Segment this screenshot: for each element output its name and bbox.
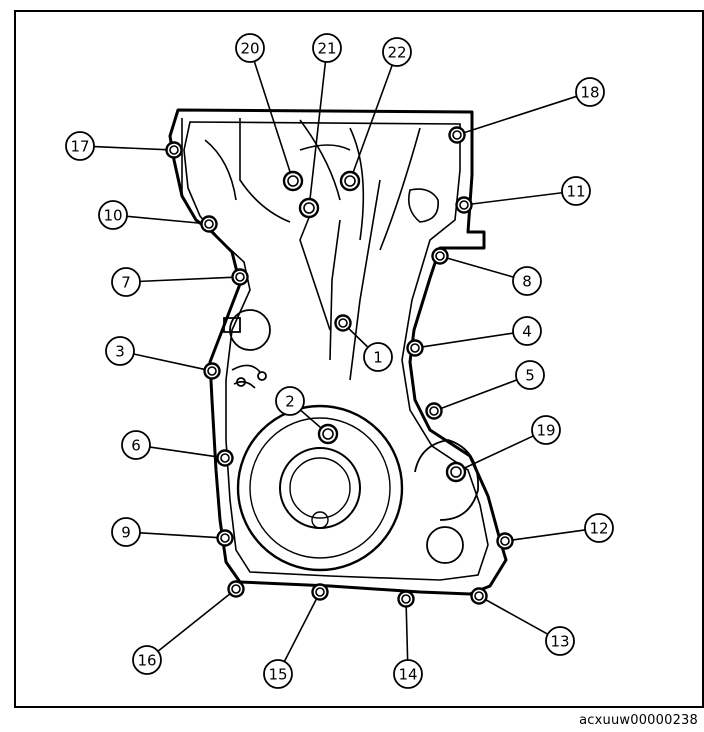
callout-label-4: 4 [522,323,532,341]
callout-label-9: 9 [121,524,131,542]
leader-line-4 [422,332,514,348]
leader-line-17 [93,145,167,151]
callout-circle-19 [531,415,561,445]
bolt-head-3 [207,366,217,376]
crankshaft-gear-opening [236,404,404,572]
oil-pump-opening [223,309,479,564]
callout-label-5: 5 [525,367,535,385]
leader-line-11 [471,191,563,205]
callout-label-7: 7 [121,274,131,292]
callout-label-11: 11 [566,183,585,201]
bolt-head-8 [435,251,445,261]
figure-id-caption: acxuuw00000238 [579,713,698,728]
leader-line-7 [139,276,233,283]
callout-label-6: 6 [131,437,141,455]
bolt-head-11 [459,200,469,210]
callout-circle-14 [393,659,423,689]
leader-line-9 [139,532,218,539]
leader-line-5 [441,379,518,409]
callout-label-21: 21 [317,40,336,58]
bolt-head-2 [322,428,334,440]
callout-label-13: 13 [550,633,569,651]
callout-circle-6 [121,430,151,460]
leader-line-16 [157,593,231,652]
callout-circle-8 [512,266,542,296]
callout-label-2: 2 [285,393,295,411]
leader-line-18 [464,95,577,134]
leader-line-14 [405,606,409,661]
bolt-head-5 [429,406,439,416]
callout-circle-16 [132,645,162,675]
callout-label-20: 20 [240,40,259,58]
leader-line-21 [309,61,327,201]
diagram-frame [14,10,704,708]
callout-label-15: 15 [268,666,287,684]
leader-line-6 [149,446,218,458]
callout-circle-9 [111,517,141,547]
callout-circle-22 [382,37,412,67]
callout-circle-1 [363,342,393,372]
bolt-head-6 [220,453,230,463]
callout-label-14: 14 [398,666,417,684]
bolt-head-16 [231,584,241,594]
leader-line-8 [447,257,514,278]
callout-label-16: 16 [137,652,156,670]
callout-circle-11 [561,176,591,206]
callout-label-19: 19 [536,422,555,440]
leader-line-20 [253,61,292,174]
leader-line-12 [512,529,586,541]
leader-line-3 [133,353,205,371]
callout-label-18: 18 [580,84,599,102]
callout-circle-18 [575,77,605,107]
bolt-head-7 [235,272,245,282]
callout-circle-15 [263,659,293,689]
callout-circle-4 [512,316,542,346]
callout-label-8: 8 [522,273,532,291]
callout-circle-17 [65,131,95,161]
bolt-head-9 [220,533,230,543]
leader-line-19 [462,435,534,470]
front-cover-inner-contours [181,118,489,581]
leader-line-15 [283,598,318,662]
callout-circle-12 [584,513,614,543]
bolt-head-17 [169,145,179,155]
bolt-group [165,126,514,608]
callout-circle-20 [235,33,265,63]
leader-line-1 [348,328,369,348]
leader-line-22 [351,64,393,174]
bolt-head-10 [204,219,214,229]
bolt-head-18 [452,130,462,140]
callout-label-3: 3 [115,343,125,361]
callout-circle-3 [105,336,135,366]
callout-label-1: 1 [373,349,383,367]
bolt-head-15 [315,587,325,597]
callout-label-17: 17 [70,138,89,156]
bolt-head-13 [474,591,484,601]
front-cover-outline [168,108,508,596]
callout-circle-10 [98,200,128,230]
callout-label-10: 10 [103,207,122,225]
callout-circle-7 [111,267,141,297]
callout-circle-2 [275,386,305,416]
leader-line-2 [300,409,323,430]
bolt-head-22 [344,175,356,187]
callout-circle-21 [312,33,342,63]
bolt-head-14 [401,594,411,604]
callout-circle-13 [545,626,575,656]
bolt-head-21 [303,202,315,214]
bolt-head-20 [287,175,299,187]
callout-circle-5 [515,360,545,390]
leader-line-13 [485,599,549,635]
callout-label-22: 22 [387,44,406,62]
leader-line-10 [126,215,202,225]
bolt-head-1 [338,318,348,328]
callout-label-12: 12 [589,520,608,538]
bolt-head-4 [410,343,420,353]
bolt-head-12 [500,536,510,546]
bolt-head-19 [450,466,462,478]
